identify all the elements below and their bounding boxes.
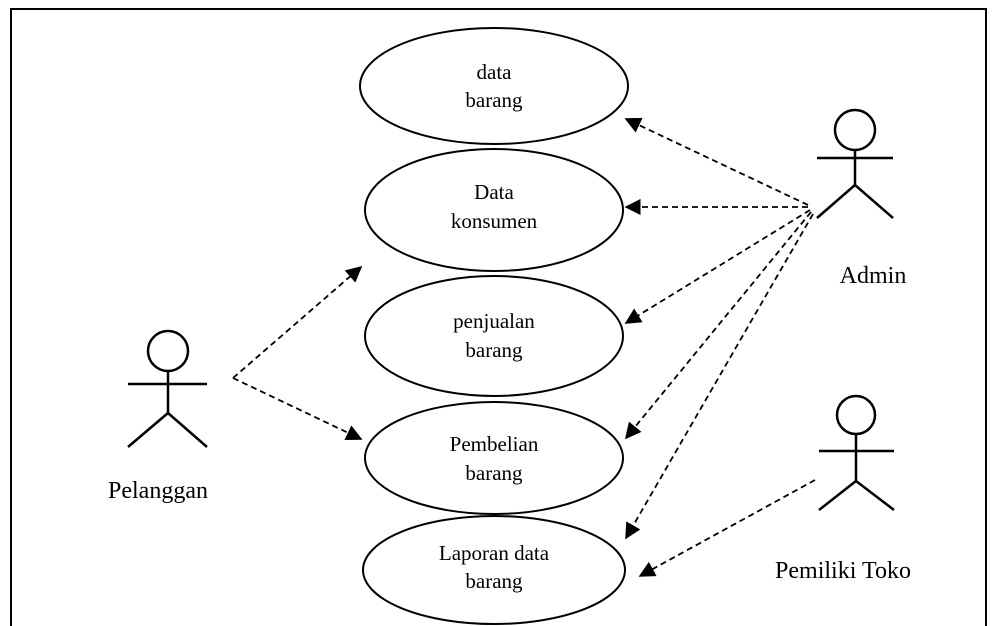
actor-pelanggan: Pelanggan [108,329,208,504]
actor-pemilik-toko-label: Pemiliki Toko [775,558,911,584]
actor-pelanggan-label: Pelanggan [108,478,208,504]
diagram-frame [10,8,987,626]
use-case-label-line1: penjualan [453,309,535,333]
use-case-label-line2: konsumen [451,209,538,233]
actor-admin: Admin [816,108,907,289]
pemilik-toko-to-laporan-arrow [638,479,816,577]
admin-associations [624,117,814,540]
pelanggan-to-pembelian-barang-arrow [232,377,363,441]
admin-to-laporan-data-barang-arrow [625,213,814,540]
actor-admin-label: Admin [840,263,907,289]
actor-pemilik-toko: Pemiliki Toko [775,394,911,584]
use-case-label-line2: barang [465,88,523,112]
actor-pemilik-toko-figure [818,394,895,511]
use-case-label-line2: barang [465,461,523,485]
actor-pelanggan-figure [127,329,208,448]
use-case-data-barang: data barang [359,27,629,145]
use-case-label-line2: barang [465,338,523,362]
use-case-label-line1: Data [474,180,514,204]
use-case-data-konsumen: Data konsumen [364,148,624,272]
use-case-label-line2: barang [465,569,523,593]
admin-to-pembelian-barang-arrow [624,211,812,440]
use-case-label-line1: data [477,60,513,84]
pelanggan-associations [232,265,363,441]
use-case-label-line1: Pembelian [450,432,539,456]
use-case-laporan-data-barang: Laporan data barang [362,515,626,625]
admin-to-data-barang-arrow [624,117,809,206]
admin-to-penjualan-barang-arrow [624,209,811,324]
actor-admin-figure [816,108,894,219]
pelanggan-to-data-konsumen-arrow [232,265,363,379]
use-case-penjualan-barang: penjualan barang [364,275,624,397]
use-case-pembelian-barang: Pembelian barang [364,401,624,515]
use-case-label-line1: Laporan data [439,541,550,565]
